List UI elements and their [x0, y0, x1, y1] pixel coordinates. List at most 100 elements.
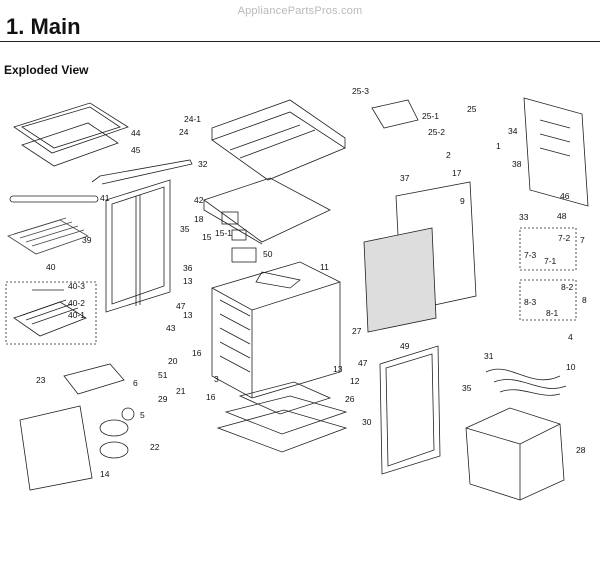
label-25: 25: [467, 104, 477, 114]
label-2: 2: [446, 150, 451, 160]
label-40-1: 40-1: [68, 310, 85, 320]
part-trim-45: [21, 122, 119, 167]
part-control-panel: [211, 99, 346, 181]
label-20: 20: [168, 356, 178, 366]
label-49: 49: [400, 341, 410, 351]
label-12: 12: [350, 376, 360, 386]
part-rod-32: [91, 159, 193, 185]
label-15: 15: [202, 232, 212, 242]
label-32: 32: [198, 159, 208, 169]
label-9: 9: [460, 196, 465, 206]
label-25-3: 25-3: [352, 86, 369, 96]
label-48: 48: [557, 211, 567, 221]
part-door-frame-35: [105, 179, 171, 313]
label-8-3: 8-3: [524, 297, 537, 307]
label-16b: 16: [206, 392, 216, 402]
label-28: 28: [576, 445, 586, 455]
label-16: 16: [192, 348, 202, 358]
label-51: 51: [158, 370, 168, 380]
label-26: 26: [345, 394, 355, 404]
label-5: 5: [140, 410, 145, 420]
part-box-8: [519, 279, 577, 321]
part-door-frame-35-right: [379, 345, 441, 475]
label-46: 46: [560, 191, 570, 201]
label-7-1: 7-1: [544, 256, 557, 266]
part-drawer-28: [465, 407, 565, 501]
label-27: 27: [352, 326, 362, 336]
part-block-50: [231, 247, 257, 263]
part-bottom-tray-30: [216, 395, 348, 453]
label-17: 17: [452, 168, 462, 178]
label-41: 41: [100, 193, 110, 203]
label-33: 33: [519, 212, 529, 222]
label-13: 13: [183, 276, 193, 286]
page-title: 1. Main: [6, 14, 81, 39]
label-6: 6: [133, 378, 138, 388]
label-11: 11: [320, 262, 329, 272]
label-30: 30: [362, 417, 372, 427]
part-tray-42: [203, 177, 331, 245]
label-24-1: 24-1: [184, 114, 201, 124]
part-gasket-14: [19, 405, 93, 491]
label-38: 38: [512, 159, 522, 169]
part-rack-assembly-40: [5, 281, 97, 345]
label-29: 29: [158, 394, 168, 404]
part-lamps-22: [99, 407, 135, 459]
label-39: 39: [82, 235, 92, 245]
label-23: 23: [36, 375, 46, 385]
label-45: 45: [131, 145, 141, 155]
label-40-2: 40-2: [68, 298, 85, 308]
watermark: AppliancePartsPros.com: [237, 5, 363, 17]
label-25-2: 25-2: [428, 127, 445, 137]
part-wire-harness-10: [485, 368, 567, 396]
label-47b: 47: [358, 358, 368, 368]
label-1: 1: [496, 141, 501, 151]
part-bracket-25: [371, 99, 419, 129]
label-10: 10: [566, 362, 576, 372]
label-22: 22: [150, 442, 160, 452]
label-50: 50: [263, 249, 273, 259]
title-divider: [0, 41, 600, 42]
label-3: 3: [214, 374, 219, 384]
label-35: 35: [180, 224, 190, 234]
part-small-18: [221, 211, 239, 225]
label-8-2: 8-2: [561, 282, 574, 292]
label-36: 36: [183, 263, 193, 273]
part-insulation: [363, 227, 437, 333]
label-21: 21: [176, 386, 186, 396]
label-15-1: 15-1: [215, 228, 232, 238]
callout-labels: 44 45 24-1 24 32 41 35 39 40 40-3 40-2 4…: [36, 86, 587, 479]
part-element-23: [63, 363, 125, 395]
label-40: 40: [46, 262, 56, 272]
label-7: 7: [580, 235, 585, 245]
label-47: 47: [176, 301, 186, 311]
label-31: 31: [484, 351, 494, 361]
label-4: 4: [568, 332, 573, 342]
section-subtitle: Exploded View: [4, 63, 89, 77]
label-42: 42: [194, 195, 204, 205]
label-8: 8: [582, 295, 587, 305]
part-handle-41: [9, 195, 99, 203]
part-top-panel-44: [13, 102, 129, 154]
part-box-7: [519, 227, 577, 271]
part-bake-element-26: [238, 381, 332, 415]
label-7-2: 7-2: [558, 233, 571, 243]
label-14: 14: [100, 469, 110, 479]
part-rack-39: [7, 217, 89, 255]
label-34: 34: [508, 126, 518, 136]
label-7-3: 7-3: [524, 250, 537, 260]
part-rear-panel-34: [523, 97, 589, 207]
label-8-1: 8-1: [546, 308, 559, 318]
label-44: 44: [131, 128, 141, 138]
label-37: 37: [400, 173, 410, 183]
label-18: 18: [194, 214, 204, 224]
label-13b: 13: [183, 310, 193, 320]
label-24: 24: [179, 127, 189, 137]
label-40-3: 40-3: [68, 281, 85, 291]
part-oven-cavity: [211, 261, 341, 399]
label-35b: 35: [462, 383, 472, 393]
part-small-15: [231, 229, 247, 241]
label-25-1: 25-1: [422, 111, 439, 121]
label-43: 43: [166, 323, 176, 333]
